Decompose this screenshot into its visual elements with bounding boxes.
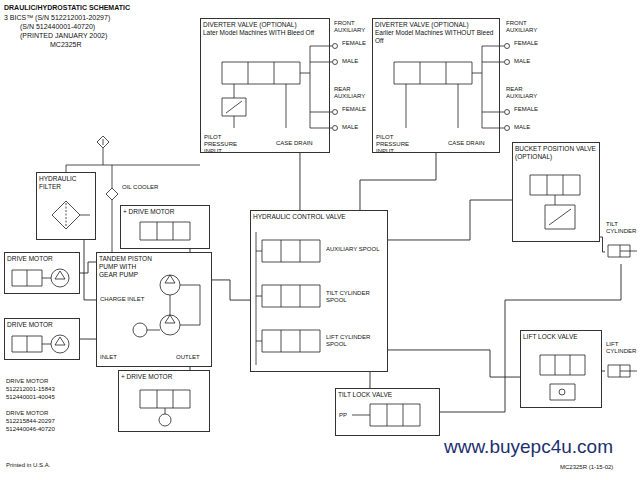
box-heading: DRIVE MOTOR xyxy=(7,321,77,329)
drive-motor-symbol xyxy=(12,335,69,353)
motor-box: DRIVE MOTOR xyxy=(4,252,80,294)
drawing-number: MC2325R (1-15-02) xyxy=(560,464,636,471)
coupler-label: FEMALE xyxy=(514,106,542,113)
box-heading: + DRIVE MOTOR xyxy=(123,208,207,216)
tilt-cylinder-symbol xyxy=(608,245,637,257)
hydraulic-line xyxy=(80,262,96,273)
valve-box: DIVERTER VALVE (OPTIONAL)Later Model Mac… xyxy=(200,18,330,153)
coupler-label: MALE xyxy=(342,124,370,131)
port-label: CASE DRAIN xyxy=(276,140,320,147)
hydraulic-line xyxy=(600,237,605,252)
box-heading: DIVERTER VALVE (OPTIONAL) xyxy=(203,21,327,29)
port-label: PP xyxy=(339,412,353,419)
box-heading: TILT CYLINDER xyxy=(606,221,637,235)
hydraulic-line xyxy=(360,153,436,210)
port-label: REAR AUXILIARY xyxy=(506,86,542,100)
hydraulic-line xyxy=(440,264,621,412)
hydraulic-line xyxy=(80,339,96,340)
box-heading: LIFT LOCK VALVE xyxy=(523,333,599,341)
hydraulic-line xyxy=(388,200,512,240)
box-heading: TILT LOCK VALVE xyxy=(338,391,437,399)
filter-element xyxy=(66,203,67,227)
pump-symbol xyxy=(133,275,200,337)
spool-label: AUXILIARY SPOOL xyxy=(326,246,384,253)
serial-range: 512212001-15843 xyxy=(6,386,96,393)
return-line xyxy=(66,148,200,172)
filter-symbol xyxy=(52,201,90,229)
schematic-title: DRAULIC/HYDROSTATIC SCHEMATIC xyxy=(4,4,130,12)
port-label: OUTLET xyxy=(176,354,208,361)
box-heading: HYDRAULIC CONTROL VALVE xyxy=(253,213,353,221)
part-note: DRIVE MOTOR xyxy=(6,378,96,385)
drawing-number: MC2325R xyxy=(50,41,110,49)
hydraulic-line xyxy=(388,350,520,377)
coupler-label: FEMALE xyxy=(342,40,370,47)
box-heading: + DRIVE MOTOR xyxy=(121,373,207,381)
box-heading: LIFT CYLINDER xyxy=(606,341,637,355)
valve-box: LIFT LOCK VALVE xyxy=(520,330,602,408)
port-label: FRONT AUXILIARY xyxy=(334,20,370,34)
box-heading: BUCKET POSITION VALVE (OPTIONAL) xyxy=(515,145,597,161)
motor-box: + DRIVE MOTOR xyxy=(118,370,210,432)
coupler-label: FEMALE xyxy=(342,106,370,113)
hydraulic-line xyxy=(84,240,96,300)
tilt-lock-symbol xyxy=(352,404,420,426)
hydraulic-line xyxy=(212,280,250,300)
serial-range: 512215844-20297 xyxy=(6,418,96,425)
diverter-valve-symbol xyxy=(222,44,338,131)
box-heading: HYDRAULIC FILTER xyxy=(39,175,93,191)
port-label: REAR AUXILIARY xyxy=(334,86,370,100)
drive-motor-valve xyxy=(140,390,190,426)
spool-label: LIFT CYLINDER SPOOL xyxy=(326,334,384,348)
filter-box: HYDRAULIC FILTER xyxy=(36,172,96,240)
model-line: 3 BICS™ (S/N 512212001-20297) xyxy=(4,14,194,22)
drive-motor-valve xyxy=(140,222,190,240)
bucket-valve-symbol xyxy=(530,175,580,229)
serial-range: 512440001-40045 xyxy=(6,394,96,401)
serial-line: (S/N 512440001-40720) xyxy=(20,23,170,31)
box-heading: DIVERTER VALVE (OPTIONAL) xyxy=(375,21,497,29)
lift-lock-symbol xyxy=(540,355,585,400)
print-date: (PRINTED JANUARY 2002) xyxy=(20,32,170,40)
coupler-label: MALE xyxy=(342,58,370,65)
hydraulic-line xyxy=(602,371,605,372)
hydraulic-line xyxy=(299,153,300,210)
coupler-label: MALE xyxy=(514,124,542,131)
port-label: INLET xyxy=(100,354,130,361)
box-heading: TANDEM PISTON PUMP WITH GEAR PUMP xyxy=(99,255,153,278)
cylinder: TILT CYLINDER xyxy=(605,220,638,264)
lift-cylinder-symbol xyxy=(608,365,637,377)
part-note: DRIVE MOTOR xyxy=(6,410,96,417)
diverter-valve-symbol xyxy=(394,44,510,131)
drive-motor-symbol xyxy=(12,269,69,287)
pump-box: TANDEM PISTON PUMP WITH GEAR PUMP xyxy=(96,252,212,367)
control-valve-box: HYDRAULIC CONTROL VALVE xyxy=(250,210,388,372)
box-heading: Later Model Machines WITH Bleed Off xyxy=(203,29,327,37)
hydraulic-line xyxy=(369,372,370,388)
coupler-label: MALE xyxy=(514,58,542,65)
valve-box: DIVERTER VALVE (OPTIONAL)Earlier Model M… xyxy=(372,18,500,153)
control-valve-spools xyxy=(256,232,320,365)
box-heading: Earlier Model Machines WITHOUT Bleed Off xyxy=(375,29,497,45)
valve-box: BUCKET POSITION VALVE (OPTIONAL) xyxy=(512,142,600,242)
tank-symbol xyxy=(97,136,109,148)
watermark: www.buyepc4u.com xyxy=(444,436,636,459)
box-heading: DRIVE MOTOR xyxy=(7,255,77,263)
serial-range: 512440046-40720 xyxy=(6,426,96,433)
print-note: Printed in U.S.A. xyxy=(6,462,96,469)
coupler-label: FEMALE xyxy=(514,40,542,47)
spool-label: TILT CYLINDER SPOOL xyxy=(326,290,384,304)
component-label: OIL COOLER xyxy=(122,184,164,191)
port-label: CHARGE INLET xyxy=(100,296,146,303)
port-label: FRONT AUXILIARY xyxy=(506,20,542,34)
motor-box: + DRIVE MOTOR xyxy=(120,205,210,249)
motor-box: DRIVE MOTOR xyxy=(4,318,80,360)
oil-cooler-symbol xyxy=(106,165,118,252)
cylinder: LIFT CYLINDER xyxy=(605,340,638,384)
port-label: CASE DRAIN xyxy=(448,140,492,147)
valve-box: TILT LOCK VALVE xyxy=(335,388,440,436)
